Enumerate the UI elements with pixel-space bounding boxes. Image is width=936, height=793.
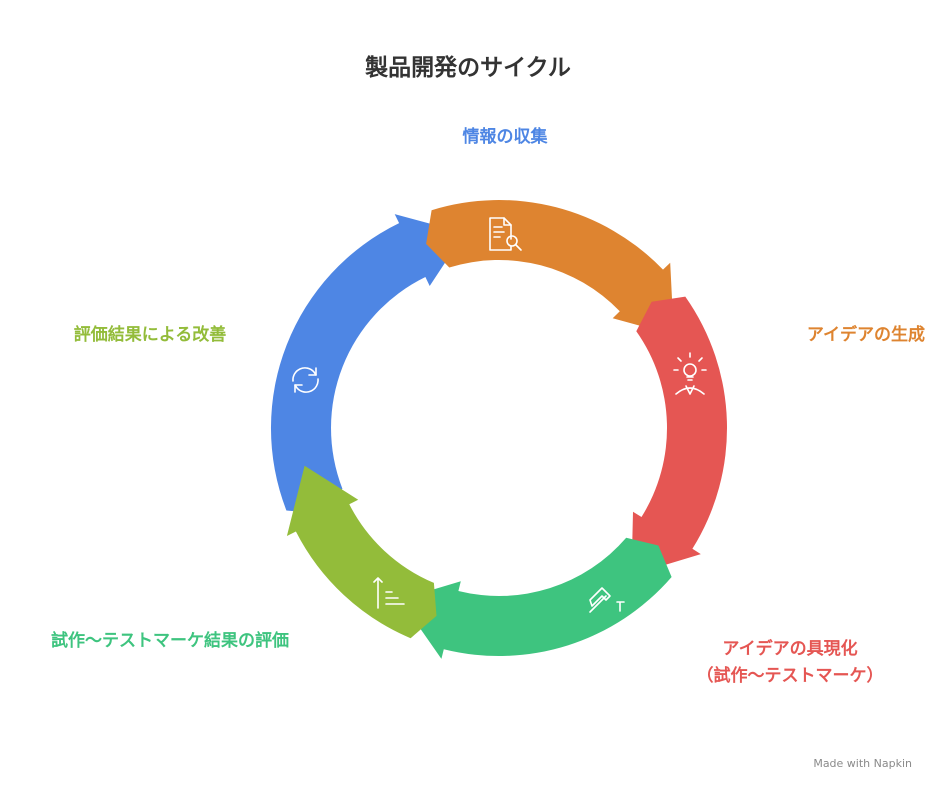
segment-idea-realization xyxy=(631,296,728,576)
step-label-idea-realization-line2: （試作〜テストマーケ） xyxy=(696,666,884,686)
step-label-idea-generation: アイデアの生成 xyxy=(806,325,925,345)
segment-improvement xyxy=(286,465,437,639)
made-with-napkin-credit: Made with Napkin xyxy=(813,757,912,770)
segment-evaluation xyxy=(400,537,672,659)
step-label-evaluation: 試作〜テストマーケ結果の評価 xyxy=(51,631,289,651)
step-label-improvement: 評価結果による改善 xyxy=(73,325,227,345)
segment-information-gathering xyxy=(270,214,465,514)
document-search-icon xyxy=(489,217,522,251)
hammer-icon xyxy=(589,587,625,613)
step-label-idea-realization-line1: アイデアの具現化 xyxy=(722,639,858,659)
diagram-title: 製品開発のサイクル xyxy=(365,55,571,81)
refresh-icon xyxy=(292,367,319,393)
lightbulb-person-icon xyxy=(673,352,707,395)
step-label-information-gathering: 情報の収集 xyxy=(462,127,548,147)
step-label-idea-realization: アイデアの具現化 （試作〜テストマーケ） xyxy=(650,636,930,690)
segment-idea-generation xyxy=(426,200,674,335)
ascending-list-icon xyxy=(373,577,405,609)
